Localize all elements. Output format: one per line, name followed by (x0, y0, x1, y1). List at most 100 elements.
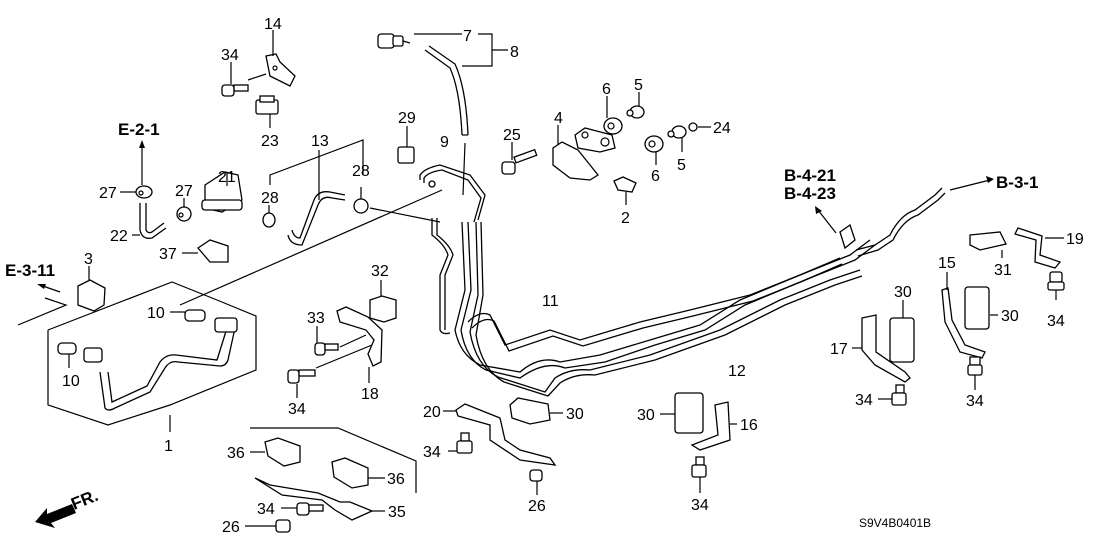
callout-14[interactable]: 14 (264, 16, 282, 33)
part-29-clip[interactable] (397, 146, 415, 164)
callout-15[interactable]: 15 (938, 255, 956, 272)
part-5-washer-b[interactable] (667, 125, 687, 139)
part-34-bolt-r4[interactable] (691, 456, 707, 478)
callout-21[interactable]: 21 (218, 169, 236, 186)
callout-32[interactable]: 32 (371, 263, 389, 280)
callout-6b[interactable]: 6 (651, 168, 660, 185)
callout-34b[interactable]: 34 (288, 401, 306, 418)
callout-13[interactable]: 13 (311, 133, 329, 150)
callout-34d[interactable]: 34 (257, 501, 275, 518)
part-16-bracket[interactable] (690, 401, 731, 451)
callout-35[interactable]: 35 (388, 504, 406, 521)
part-19-bracket[interactable] (1014, 227, 1062, 269)
part-7-connector[interactable] (377, 33, 411, 49)
part-28-clip-b[interactable] (353, 198, 369, 214)
ref-e-2-1[interactable]: E-2-1 (118, 120, 160, 139)
callout-36a[interactable]: 36 (227, 445, 245, 462)
callout-7[interactable]: 7 (463, 28, 472, 45)
part-22-hose[interactable] (139, 203, 167, 239)
part-17-bracket[interactable] (861, 314, 911, 383)
part-34-bolt-r3[interactable] (891, 384, 907, 406)
callout-37[interactable]: 37 (159, 246, 177, 263)
part-34-bolt-r1[interactable] (1047, 271, 1065, 291)
part-1-fuel-pipe[interactable] (83, 317, 238, 411)
hose-8[interactable] (424, 45, 469, 196)
callout-29[interactable]: 29 (398, 110, 416, 127)
callout-26b[interactable]: 26 (222, 519, 240, 536)
part-6-grommet-a[interactable] (603, 117, 623, 135)
part-25-bolt[interactable] (501, 148, 538, 175)
part-2-clip[interactable] (613, 176, 637, 193)
tube-assembly-11-12[interactable] (431, 187, 946, 397)
callout-5a[interactable]: 5 (634, 77, 643, 94)
part-27-clip-b[interactable] (176, 206, 192, 222)
callout-30a[interactable]: 30 (566, 406, 584, 423)
part-34-bolt-c[interactable] (287, 369, 316, 384)
part-34-bolt-b1[interactable] (456, 432, 473, 454)
callout-4[interactable]: 4 (554, 110, 563, 127)
part-10-connector-b[interactable] (57, 342, 77, 355)
callout-22[interactable]: 22 (110, 228, 128, 245)
callout-3[interactable]: 3 (84, 251, 93, 268)
part-34-bolt[interactable] (221, 84, 249, 97)
part-5-washer-a[interactable] (626, 105, 645, 119)
ref-b-3-1[interactable]: B-3-1 (996, 173, 1039, 192)
callout-5b[interactable]: 5 (677, 157, 686, 174)
part-15-bracket[interactable] (941, 287, 986, 359)
callout-34a[interactable]: 34 (221, 47, 239, 64)
callout-34g[interactable]: 34 (966, 393, 984, 410)
part-27-clip-a[interactable] (135, 185, 153, 199)
callout-16[interactable]: 16 (740, 417, 758, 434)
part-30-clamp-r2[interactable] (889, 317, 915, 363)
callout-18[interactable]: 18 (361, 386, 379, 403)
callout-27b[interactable]: 27 (175, 183, 193, 200)
callout-34e[interactable]: 34 (691, 497, 709, 514)
part-4-bracket[interactable] (552, 127, 616, 181)
callout-24[interactable]: 24 (713, 120, 731, 137)
part-14-bracket[interactable] (265, 53, 296, 87)
part-31-clamp[interactable] (969, 231, 1007, 251)
callout-1[interactable]: 1 (164, 438, 173, 455)
callout-9[interactable]: 9 (440, 134, 449, 151)
callout-23[interactable]: 23 (261, 133, 279, 150)
callout-6a[interactable]: 6 (602, 81, 611, 98)
callout-25[interactable]: 25 (503, 127, 521, 144)
ref-b-4-21[interactable]: B-4-21 (784, 166, 836, 185)
part-36-clamp-b[interactable] (331, 457, 369, 489)
callout-10b[interactable]: 10 (62, 373, 80, 390)
part-30-clamp-r3[interactable] (674, 392, 704, 434)
callout-30d[interactable]: 30 (1001, 308, 1019, 325)
ref-b-4-23[interactable]: B-4-23 (784, 184, 836, 203)
ref-e-3-11[interactable]: E-3-11 (5, 261, 55, 280)
part-20-bracket[interactable] (455, 403, 557, 466)
callout-33[interactable]: 33 (307, 310, 325, 327)
callout-2[interactable]: 2 (621, 210, 630, 227)
callout-10a[interactable]: 10 (147, 305, 165, 322)
pipe-9[interactable] (419, 164, 486, 223)
part-30-clamp-r1[interactable] (964, 286, 990, 330)
callout-30c[interactable]: 30 (894, 284, 912, 301)
callout-34f[interactable]: 34 (855, 392, 873, 409)
part-13-hose[interactable] (287, 191, 346, 246)
part-26-nut-d[interactable] (275, 519, 291, 533)
part-30-clamp-b[interactable] (509, 397, 551, 425)
callout-36b[interactable]: 36 (387, 471, 405, 488)
part-37-clip[interactable] (197, 239, 229, 263)
callout-34c[interactable]: 34 (423, 444, 441, 461)
part-32-mount[interactable] (369, 295, 397, 323)
part-33-bolt[interactable] (314, 342, 339, 356)
callout-28b[interactable]: 28 (352, 163, 370, 180)
part-6-grommet-b[interactable] (644, 135, 664, 153)
part-18-bracket[interactable] (336, 306, 383, 367)
callout-19[interactable]: 19 (1066, 231, 1084, 248)
part-28-clip-a[interactable] (262, 212, 276, 228)
callout-26a[interactable]: 26 (528, 498, 546, 515)
part-34-bolt-r2[interactable] (967, 356, 983, 376)
part-34-bolt-d[interactable] (296, 502, 324, 516)
callout-17[interactable]: 17 (830, 341, 848, 358)
callout-31[interactable]: 31 (994, 262, 1012, 279)
callout-34h[interactable]: 34 (1047, 313, 1065, 330)
callout-30b[interactable]: 30 (637, 407, 655, 424)
callout-28a[interactable]: 28 (261, 190, 279, 207)
part-26-nut-b[interactable] (529, 469, 543, 482)
